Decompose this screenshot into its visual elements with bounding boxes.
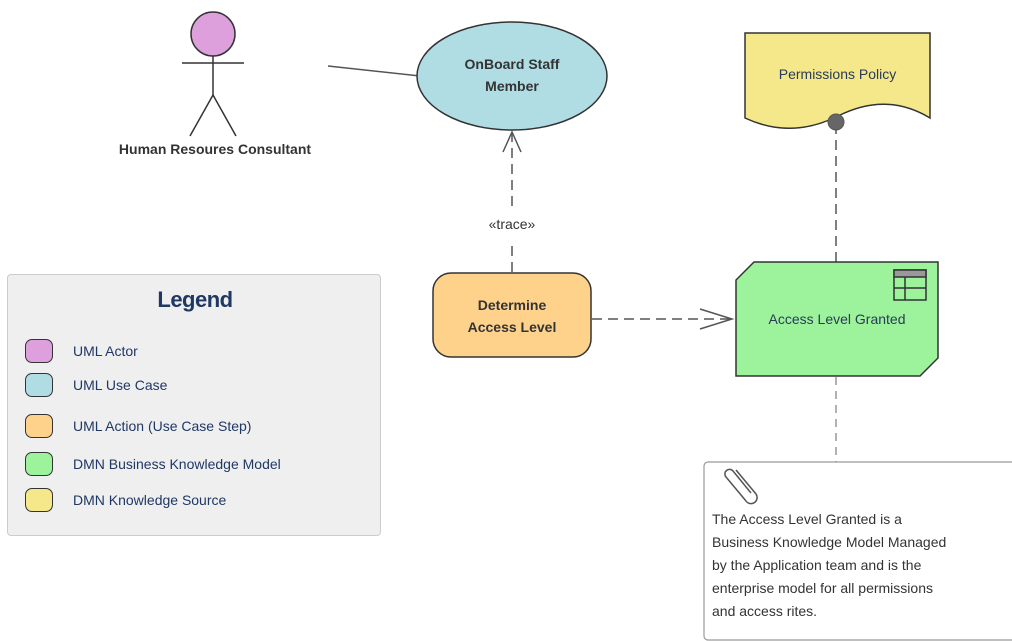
legend-item-action: UML Action (Use Case Step): [25, 411, 251, 441]
bkm-label: Access Level Granted: [768, 311, 906, 327]
legend-label: DMN Business Knowledge Model: [73, 456, 281, 472]
knowledge-source-label: Permissions Policy: [778, 66, 897, 82]
legend-swatch-bkm: [25, 452, 53, 476]
legend-label: UML Actor: [73, 343, 138, 359]
bkm-shape[interactable]: [735, 261, 939, 377]
note-line: The Access Level Granted is a: [712, 511, 902, 527]
trace-label: «trace»: [488, 216, 536, 232]
association-line: [327, 65, 421, 77]
use-case-ellipse[interactable]: [416, 21, 608, 131]
note-line: and access rites.: [712, 603, 818, 619]
legend-swatch-knowledge-source: [25, 488, 53, 512]
note-line: by the Application team and is the: [712, 557, 922, 573]
legend-label: UML Action (Use Case Step): [73, 418, 252, 434]
use-case-label-line1: OnBoard Staff: [464, 56, 560, 72]
actor-left-leg: [189, 94, 214, 137]
trace-arrowhead: [502, 130, 522, 153]
paperclip-icon: [724, 468, 758, 505]
actor-label: Human Resoures Consultant: [118, 141, 312, 157]
legend-item-actor: UML Actor: [25, 336, 138, 366]
actor-right-leg: [212, 94, 237, 137]
authority-requirement-dot: [827, 113, 845, 131]
actor[interactable]: [182, 11, 244, 137]
action-label: Determine Access Level: [433, 294, 591, 338]
use-case-label: OnBoard Staff Member: [432, 53, 592, 97]
action-label-line2: Access Level: [467, 319, 557, 335]
legend-swatch-action: [25, 414, 53, 438]
note-line: Business Knowledge Model Managed: [712, 534, 947, 550]
legend-item-knowledge-source: DMN Knowledge Source: [25, 485, 226, 515]
action-box[interactable]: [432, 272, 592, 358]
note-text: The Access Level Granted is a Business K…: [712, 508, 1012, 623]
legend-label: DMN Knowledge Source: [73, 492, 227, 508]
action-label-line1: Determine: [477, 297, 547, 313]
note-box[interactable]: [703, 461, 1012, 641]
legend-panel: Legend UML Actor UML Use Case UML Action…: [7, 274, 381, 536]
note-line: enterprise model for all permissions: [712, 580, 933, 596]
dependency-arrowhead: [699, 308, 735, 330]
table-icon: [893, 269, 927, 301]
legend-swatch-use-case: [25, 373, 53, 397]
legend-item-bkm: DMN Business Knowledge Model: [25, 449, 281, 479]
legend-item-use-case: UML Use Case: [25, 370, 167, 400]
legend-swatch-actor: [25, 339, 53, 363]
use-case-label-line2: Member: [485, 78, 539, 94]
legend-label: UML Use Case: [73, 377, 168, 393]
legend-title: Legend: [157, 287, 233, 312]
actor-head: [190, 11, 236, 57]
